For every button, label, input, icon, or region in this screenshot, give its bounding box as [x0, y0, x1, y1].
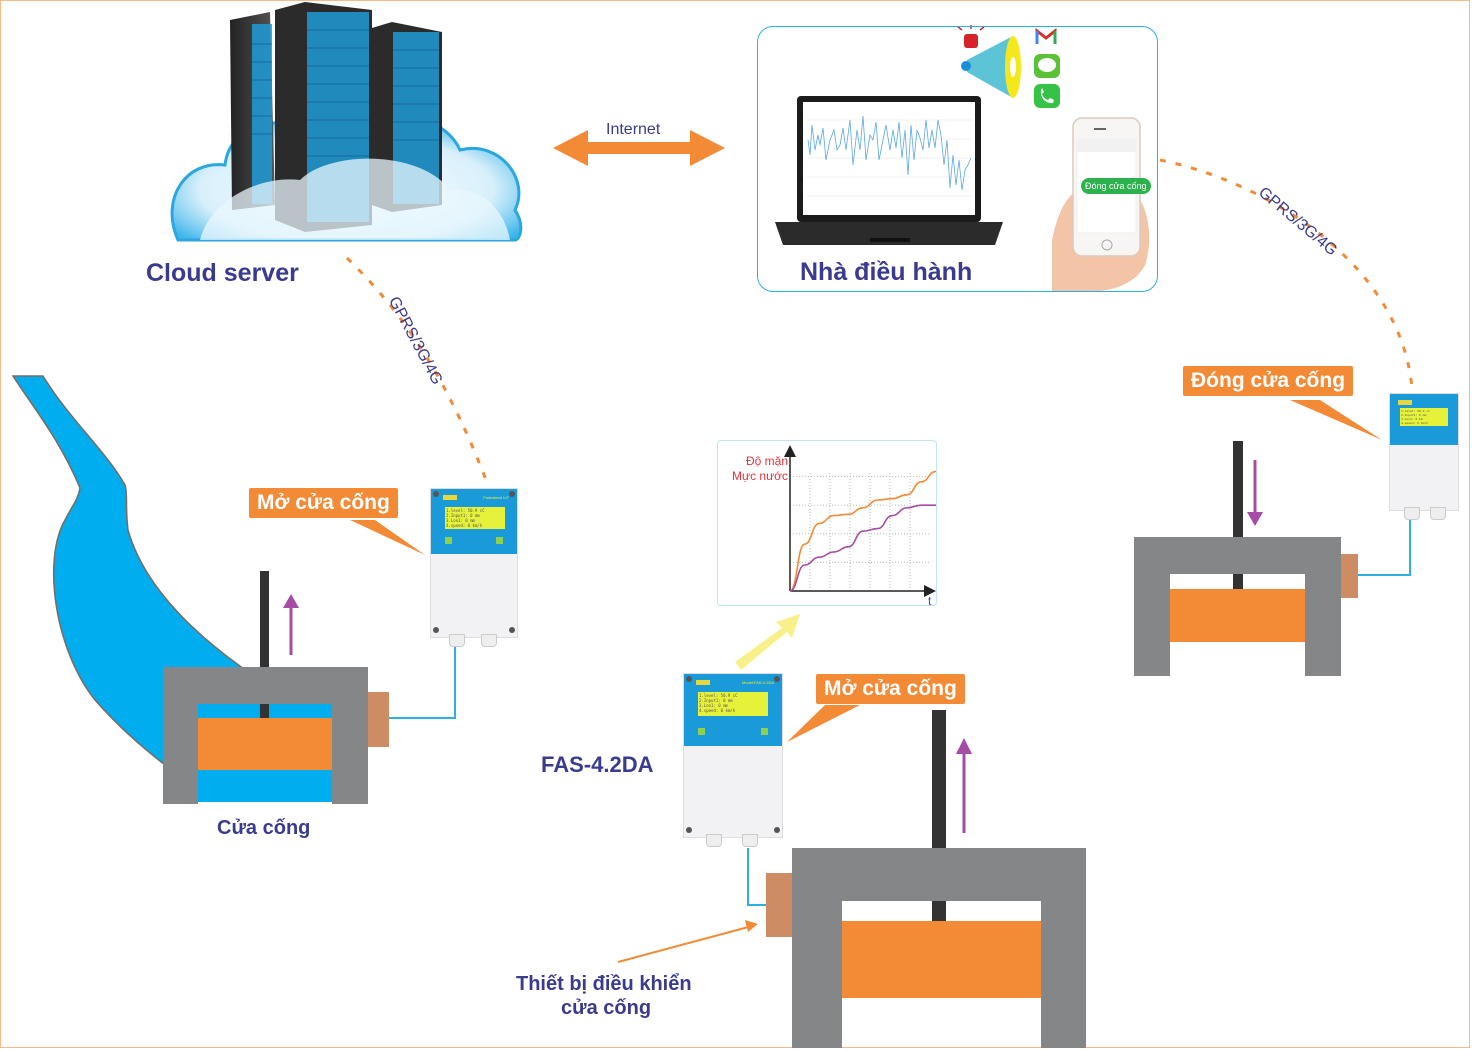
- x-axis-arrowhead: [924, 585, 936, 597]
- device-logo: [696, 680, 710, 685]
- cable-left: [389, 640, 456, 719]
- device-brand: Model:FAS-4.2DA: [741, 680, 774, 685]
- y-label-line1: Độ mặn: [746, 454, 788, 468]
- callout-close-gate-right: Đóng cửa cống: [1183, 366, 1354, 396]
- device-model-label: FAS-4.2DA: [541, 752, 654, 777]
- siren-icon: [957, 25, 985, 48]
- cable-right: [1358, 512, 1411, 576]
- sluice-gate-left: [163, 571, 389, 804]
- cable-gland: [1430, 507, 1446, 520]
- qr-code-icon: [761, 728, 768, 735]
- data-flow-arrow: [735, 614, 800, 670]
- device-logo: [1398, 400, 1412, 405]
- network-link-right: [1159, 158, 1414, 389]
- actuator-center: [766, 873, 792, 937]
- arrow-up-center-icon: [956, 738, 972, 833]
- sluice-gate-center: [766, 710, 1086, 1048]
- actuator-right: [1341, 554, 1358, 598]
- cable-gland: [706, 834, 722, 847]
- y-axis-arrowhead: [784, 445, 796, 457]
- megaphone-icon: [961, 36, 1021, 98]
- arrow-down-right-icon: [1247, 460, 1263, 526]
- cloud-server-label: Cloud server: [146, 259, 299, 287]
- internet-label: Internet: [606, 121, 661, 138]
- callout-open-gate-center: Mở cửa cống: [816, 674, 965, 704]
- cable-gland: [481, 634, 497, 647]
- controller-pointer-arrow: [617, 920, 758, 963]
- device-brand: Fadestand IoT: [483, 495, 509, 500]
- arrow-up-left-icon: [283, 594, 299, 655]
- operations-center-label: Nhà điều hành: [800, 258, 973, 286]
- server-slots: [252, 29, 439, 157]
- laptop-trend-line: [807, 115, 972, 191]
- controller-label-line2: cửa cống: [561, 997, 652, 1019]
- callout-tail-left: [350, 520, 425, 555]
- network-link-left: [345, 256, 488, 481]
- cable-gland: [449, 634, 465, 647]
- chart-svg: Độ mặn Mực nước t: [732, 445, 937, 608]
- cable-gland: [1404, 507, 1420, 520]
- x-label: t: [928, 594, 932, 607]
- qr-code-icon: [496, 537, 503, 544]
- internet-double-arrow: [553, 130, 725, 166]
- cable-gland: [742, 834, 758, 847]
- series-line-water-level: [789, 504, 936, 592]
- series-line-salinity: [789, 470, 937, 592]
- gmail-icon: [1035, 27, 1057, 44]
- sluice-gate-right: [1134, 441, 1358, 676]
- device-logo: [443, 495, 457, 500]
- sluice-gate-label: Cửa cống: [217, 817, 311, 839]
- y-label-line2: Mực nước: [732, 469, 788, 483]
- server-rack-left: [230, 12, 275, 210]
- laptop-icon: [775, 96, 1003, 245]
- controller-label-line1: Thiết bị điều khiển: [516, 973, 692, 995]
- phone-call-icon: [1034, 84, 1060, 108]
- messages-icon: [1034, 54, 1060, 78]
- callout-tail-center: [787, 705, 860, 742]
- actuator-left: [368, 692, 389, 747]
- operations-center-panel: [757, 26, 1158, 292]
- salinity-water-level-chart: Độ mặn Mực nước t: [717, 440, 937, 608]
- callout-open-gate-left: Mở cửa cống: [249, 488, 398, 518]
- callout-tail-right: [1290, 400, 1382, 440]
- phone-message-bubble: Đóng cửa cống: [1081, 178, 1151, 194]
- cloud-server-icon: [170, 2, 523, 242]
- cable-center: [747, 848, 766, 906]
- chart-grid: [790, 471, 930, 591]
- qr-code-icon: [698, 728, 705, 735]
- qr-code-icon: [445, 537, 452, 544]
